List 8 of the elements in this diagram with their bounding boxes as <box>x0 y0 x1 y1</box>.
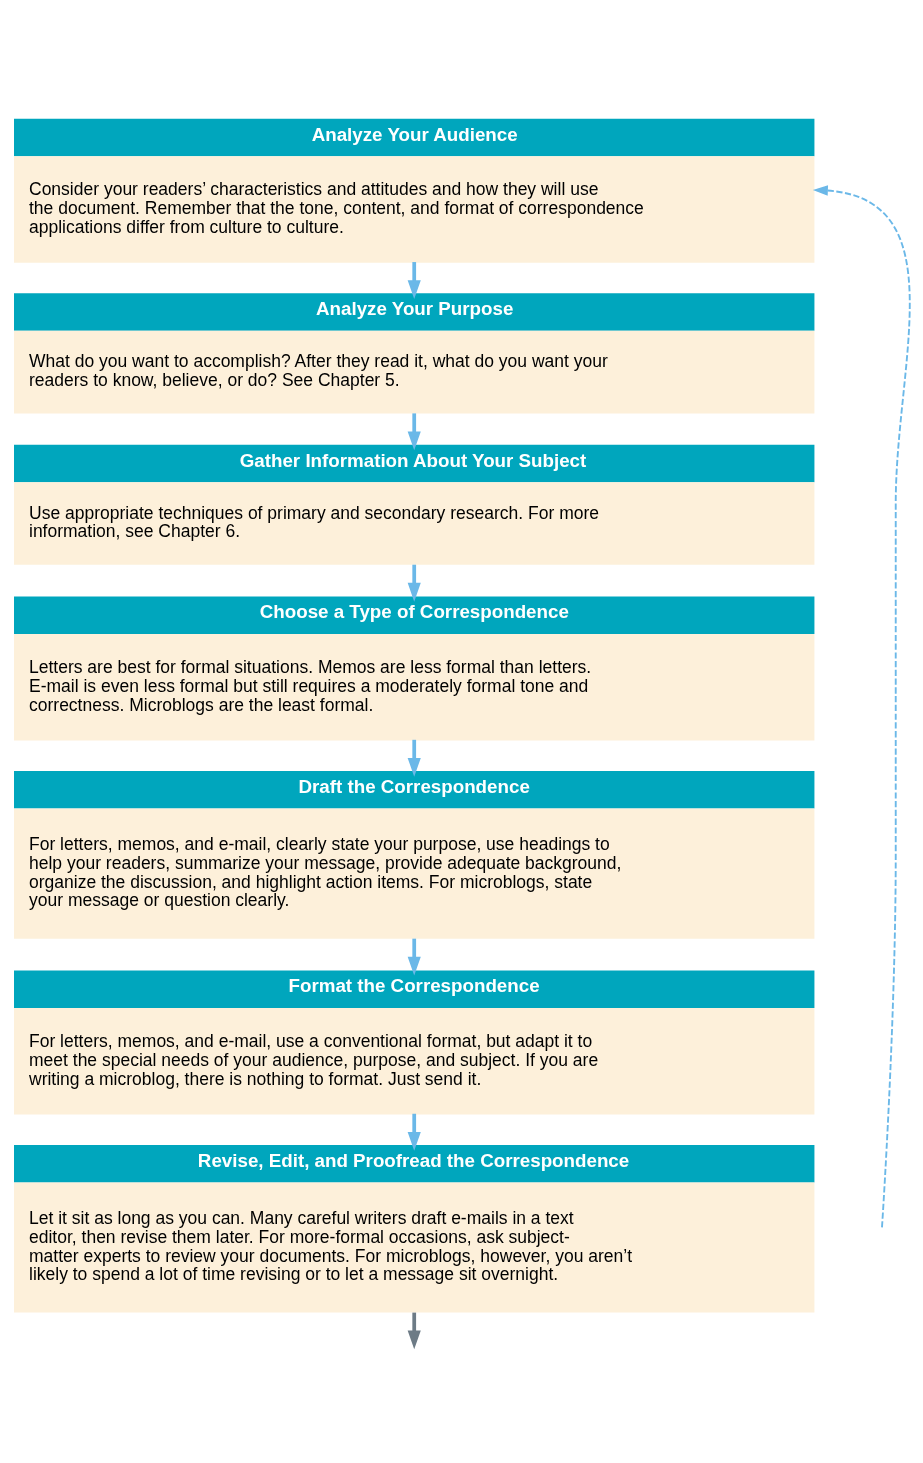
arrow <box>407 262 421 299</box>
arrow <box>407 413 421 451</box>
arrow <box>407 739 421 777</box>
arrow <box>407 1113 421 1151</box>
arrow <box>407 1312 421 1350</box>
arrow <box>407 938 421 976</box>
arrow <box>812 185 911 1229</box>
arrow <box>407 564 421 602</box>
